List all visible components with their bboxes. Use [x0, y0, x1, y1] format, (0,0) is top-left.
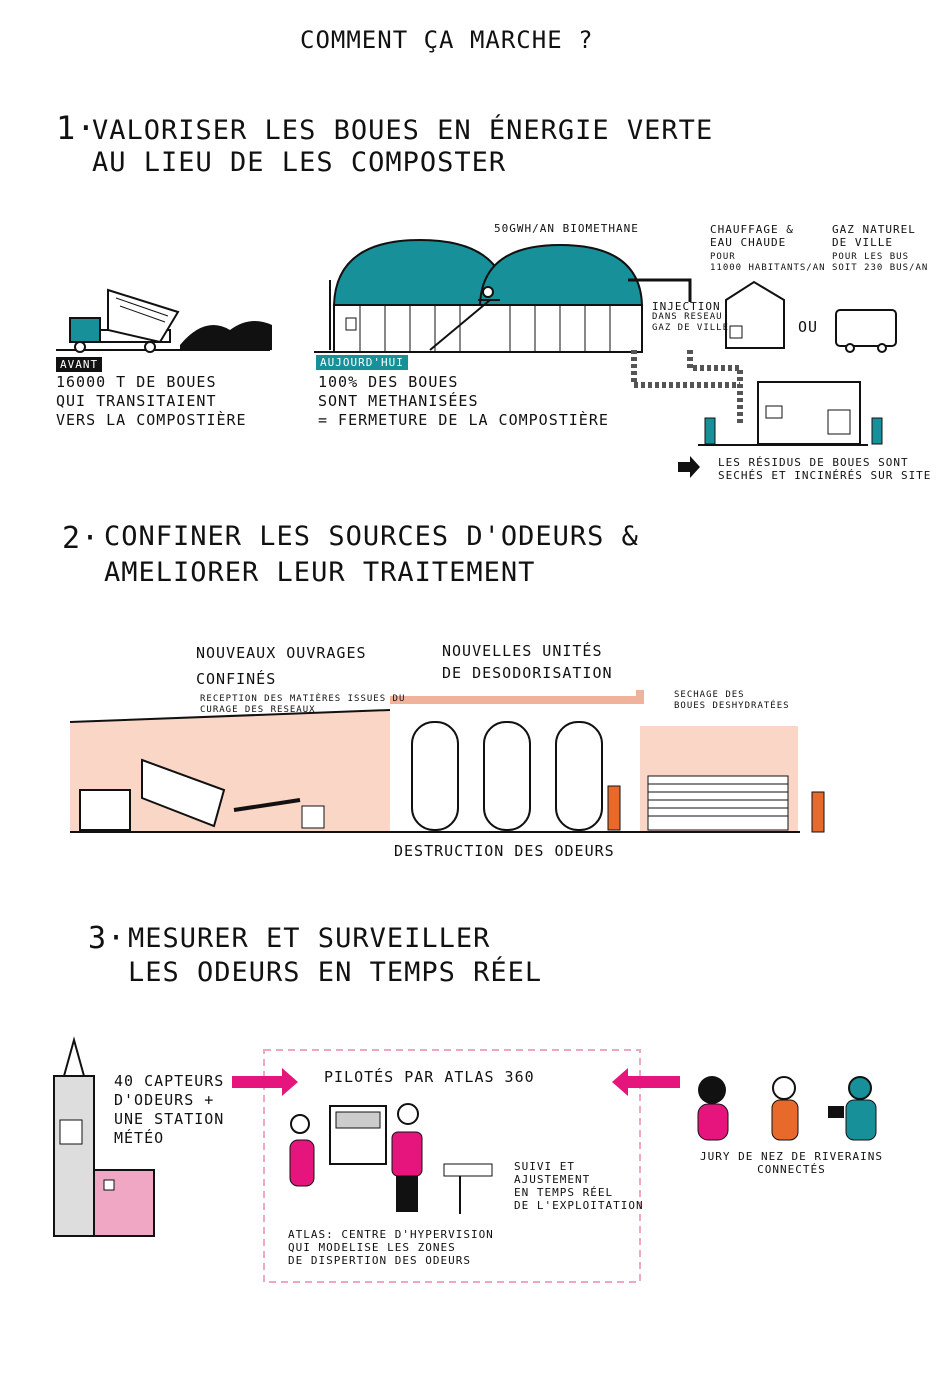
- aujourdhui-tag: AUJOURD'HUI: [316, 355, 408, 370]
- atlas-frame: [263, 1049, 641, 1283]
- gas-network-illustration: [628, 278, 897, 446]
- truck-compost-illustration: [56, 288, 272, 353]
- pilotes-label: PILOTÉS PAR ATLAS 360: [324, 1068, 535, 1086]
- section1-title-line2: AU LIEU DE LES COMPOSTER: [92, 147, 507, 178]
- section2-title-line1: CONFINER LES SOURCES D'ODEURS &: [104, 521, 639, 552]
- ou-label: OU: [798, 318, 819, 336]
- arrow-right-icon: [678, 456, 700, 478]
- section3-title-line2: LES ODEURS EN TEMPS RÉEL: [128, 957, 543, 988]
- chauffage-label: CHAUFFAGE &EAU CHAUDE: [710, 223, 794, 249]
- station-meteo-illustration: [53, 1036, 155, 1237]
- section3-number: 3·: [88, 921, 127, 956]
- section1-title-line1: VALORISER LES BOUES EN ÉNERGIE VERTE: [92, 115, 714, 146]
- injection-label: INJECTION: [652, 300, 721, 313]
- page-title: COMMENT ÇA MARCHE ?: [300, 26, 594, 54]
- biomethane-label: 50GWH/AN BIOMETHANE: [494, 222, 639, 235]
- gaz-sub: POUR LES BUSsoit 230 bus/an: [832, 252, 929, 273]
- arrow-right-icon: [232, 1068, 298, 1096]
- jury-de-nez-illustration: [697, 1076, 877, 1141]
- destruction-label: DESTRUCTION DES ODEURS: [394, 842, 615, 860]
- methaniseur-illustration: [314, 238, 644, 353]
- avant-tag: AVANT: [56, 357, 103, 372]
- section3-title-line1: MESURER ET SURVEILLER: [128, 923, 491, 954]
- arrow-left-icon: [612, 1068, 680, 1096]
- control-room-illustration: [289, 1103, 493, 1214]
- section2-number: 2·: [62, 521, 101, 556]
- section1-number: 1·: [56, 109, 97, 147]
- section2-title-line2: AMELIORER LEUR TRAITEMENT: [104, 557, 536, 588]
- odeurs-treatment-illustration: [69, 690, 825, 833]
